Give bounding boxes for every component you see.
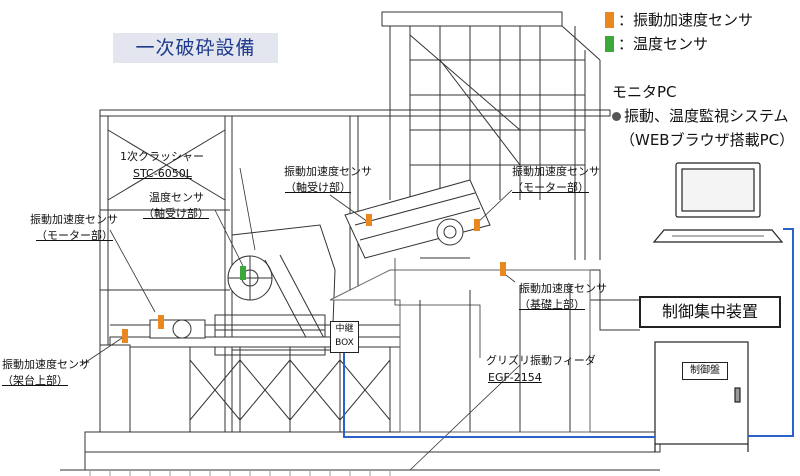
vib-base-location: （基礎上部） xyxy=(519,298,585,311)
crusher-name-label: 1次クラッシャー xyxy=(120,150,204,163)
vib-bearing-label: 振動加速度センサ xyxy=(284,165,372,178)
monitor-pc-icon xyxy=(652,162,784,243)
legend-temperature: ：温度センサ xyxy=(605,32,753,56)
monitor-pc-line2: （WEBブラウザ搭載PC） xyxy=(620,131,795,149)
monitor-pc-line1: 振動、温度監視システム xyxy=(612,104,794,128)
vibration-swatch xyxy=(605,12,614,28)
vib-motor-left-location: （モーター部） xyxy=(36,229,113,242)
network-cable xyxy=(343,228,794,438)
vib-base-label: 振動加速度センサ xyxy=(519,282,607,295)
junction-box-line1: 中継 xyxy=(335,324,354,334)
vib-sensor-motor-right xyxy=(474,219,480,231)
page-title: 一次破砕設備 xyxy=(113,33,278,63)
vib-motor-left-label: 振動加速度センサ xyxy=(30,213,118,226)
foundation-slab xyxy=(84,431,661,453)
legend-temperature-label: ：温度センサ xyxy=(618,35,709,53)
monitor-pc-info: モニタPC 振動、温度監視システム （WEBブラウザ搭載PC） xyxy=(612,80,794,152)
vib-sensor-frame xyxy=(122,329,128,343)
vib-sensor-motor-left xyxy=(158,315,164,329)
grizzly-feeder xyxy=(344,179,491,259)
legend-vibration: ：振動加速度センサ xyxy=(605,8,753,32)
leader-lines xyxy=(79,167,521,471)
monitor-pc-desc: 振動、温度監視システム xyxy=(624,107,789,125)
monitor-pc-heading: モニタPC xyxy=(612,83,677,101)
feeder-model-label: EGF-2154 xyxy=(488,371,542,384)
roof-beam xyxy=(99,109,611,117)
temp-sensor-bearing xyxy=(240,266,246,280)
control-cabinet xyxy=(654,341,749,452)
vib-motor-right-location: （モーター部） xyxy=(512,181,589,194)
vib-bearing-location: （軸受け部） xyxy=(285,181,351,194)
control-panel-tag: 制御盤 xyxy=(682,362,728,380)
vib-motor-right-label: 振動加速度センサ xyxy=(512,165,600,178)
temp-sensor-location: （軸受け部） xyxy=(143,207,209,220)
vib-frame-label: 振動加速度センサ xyxy=(2,358,90,371)
junction-box: 中継 BOX xyxy=(330,321,359,353)
crusher-model-label: STC-6050L xyxy=(133,167,192,180)
tower-top xyxy=(381,11,563,27)
legend: ：振動加速度センサ ：温度センサ xyxy=(605,8,753,56)
control-center-label: 制御集中装置 xyxy=(639,296,781,328)
crusher-body xyxy=(231,224,336,351)
vib-frame-location: （架台上部） xyxy=(2,374,68,387)
vib-sensor-bearing xyxy=(366,214,372,226)
right-structure xyxy=(329,269,591,433)
temp-sensor-label: 温度センサ xyxy=(149,191,204,204)
bullet-icon xyxy=(612,112,621,121)
temperature-swatch xyxy=(605,36,614,52)
feeder-name-label: グリズリ振動フィーダ xyxy=(486,354,596,367)
vibration-sensors xyxy=(122,214,506,343)
legend-vibration-label: ：振動加速度センサ xyxy=(618,11,754,29)
vib-sensor-base xyxy=(500,262,506,276)
junction-box-line2: BOX xyxy=(335,338,354,348)
